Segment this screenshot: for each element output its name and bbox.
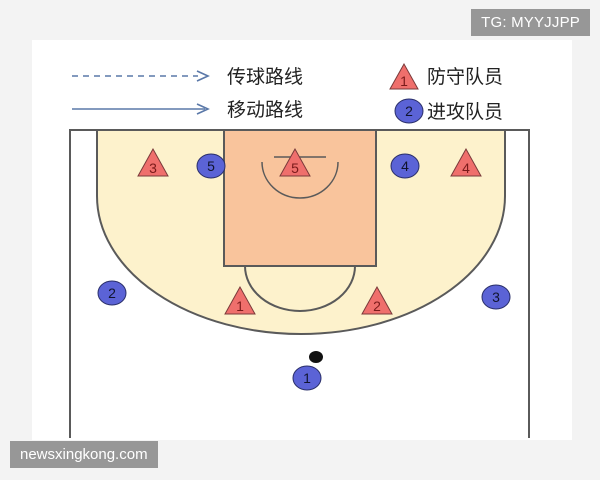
players: 3 5 4 1 2 5 4 2 3 1 (97, 147, 511, 391)
defender-triangle-icon (224, 285, 256, 315)
attacker-number: 5 (207, 158, 215, 174)
legend-attacker-number: 2 (405, 103, 413, 119)
attacker-circle-icon (390, 153, 420, 179)
attacker-circle-icon (292, 365, 322, 391)
attacker-circle-icon (97, 280, 127, 306)
legend-defender-icon: 1 (389, 62, 419, 90)
move-route-arrow-icon (196, 103, 210, 115)
defender-3: 3 (137, 147, 169, 177)
defender-triangle-icon (137, 147, 169, 177)
attacker-number: 3 (492, 289, 500, 305)
defender-label: 防守队员 (427, 66, 503, 88)
legend-attacker-icon: 2 (394, 98, 424, 124)
defender-1: 1 (224, 285, 256, 315)
attacker-label: 进攻队员 (427, 101, 503, 123)
defender-triangle-icon (279, 147, 311, 177)
attacker-1: 1 (292, 365, 322, 391)
attacker-number: 2 (108, 285, 116, 301)
defender-number: 2 (373, 298, 381, 314)
defender-number: 1 (236, 298, 244, 314)
defender-4: 4 (450, 147, 482, 177)
attacker-number: 1 (303, 370, 311, 386)
defender-number: 5 (291, 160, 299, 176)
attacker-2: 2 (97, 280, 127, 306)
attacker-5: 5 (196, 153, 226, 179)
attacker-circle-icon (196, 153, 226, 179)
defender-number: 4 (462, 160, 470, 176)
ball-icon (309, 351, 323, 363)
watermark-bottom: newsxingkong.com (10, 441, 158, 468)
defender-triangle-icon (450, 147, 482, 177)
legend: 传球路线 移动路线 1 防守队员 2 进攻队员 (72, 62, 503, 124)
attacker-4: 4 (390, 153, 420, 179)
attacker-circle-icon (481, 284, 511, 310)
pass-route-arrow-icon (196, 70, 210, 82)
free-throw-arc (244, 265, 356, 312)
defender-2: 2 (361, 285, 393, 315)
move-route-label: 移动路线 (227, 99, 303, 121)
attacker-3: 3 (481, 284, 511, 310)
attacker-number: 4 (401, 158, 409, 174)
defender-triangle-icon (361, 285, 393, 315)
watermark-top: TG: MYYJJPP (471, 9, 590, 36)
defender-number: 3 (149, 160, 157, 176)
restricted-arc (261, 161, 339, 199)
court-boundary (69, 129, 530, 438)
defender-5: 5 (279, 147, 311, 177)
legend-defender-number: 1 (400, 73, 408, 89)
pass-route-label: 传球路线 (227, 66, 303, 88)
